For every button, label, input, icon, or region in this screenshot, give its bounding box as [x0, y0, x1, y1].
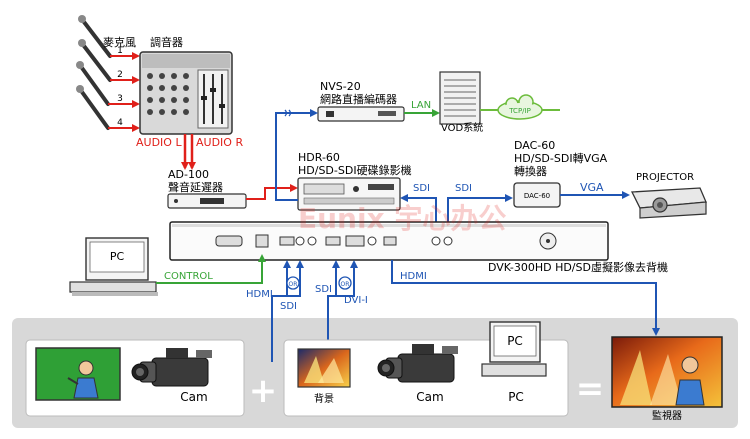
mixer-label: 調音器 — [150, 35, 183, 49]
sdi-label-dac: SDI — [455, 183, 472, 194]
mic-3-icon — [80, 66, 110, 106]
mic-number-2: 2 — [117, 70, 123, 80]
background-image-icon — [297, 348, 351, 388]
mic-label: 麥克風 — [103, 36, 136, 49]
watermark-text: Eunix 宇心办公 — [298, 202, 506, 235]
mic-2-icon — [82, 44, 112, 82]
equals-sign: = — [576, 369, 605, 409]
mic-number-4: 4 — [117, 118, 123, 128]
nvs-name: NVS-20 — [320, 80, 361, 93]
hdr-desc: HD/SD-SDI硬碟錄影機 — [298, 163, 412, 177]
pc-label-control: PC — [110, 250, 125, 263]
mic-number-1: 1 — [117, 46, 123, 56]
or-badge-2 — [338, 276, 352, 290]
hdr-name: HDR-60 — [298, 151, 340, 164]
or-badge-1 — [286, 276, 300, 290]
mixer-icon — [139, 51, 233, 135]
vod-server-icon — [439, 71, 481, 125]
hdmi-label-out: HDMI — [400, 271, 427, 282]
sdi-label-hdr: SDI — [413, 183, 430, 194]
audio-l-label: AUDIO L — [136, 136, 182, 149]
sdi-label-mid: SDI — [315, 284, 332, 295]
dac-desc-2: 轉換器 — [514, 165, 547, 178]
ad100-device-icon — [167, 193, 247, 209]
monitor-result-icon — [611, 336, 723, 408]
pc-source-icon — [481, 321, 547, 377]
cam-label-mid: Cam — [416, 390, 443, 404]
microphones — [80, 20, 112, 130]
or-label-2: OR — [341, 281, 350, 288]
ad100-name: AD-100 — [168, 168, 209, 181]
vga-label: VGA — [580, 181, 604, 194]
dac-box-label: DAC-60 — [524, 192, 550, 200]
mic-4-icon — [80, 90, 110, 130]
audio-r-label: AUDIO R — [196, 136, 243, 149]
green-screen-presenter-icon — [35, 347, 121, 401]
nvs20-device-icon — [317, 106, 405, 122]
pc-label-source: PC — [507, 334, 523, 348]
ad100-desc: 聲音延遲器 — [168, 180, 223, 194]
dac-name: DAC-60 — [514, 139, 555, 152]
vod-label: VOD系統 — [441, 121, 483, 134]
plus-sign: + — [249, 371, 278, 411]
projector-label: PROJECTOR — [636, 172, 694, 183]
dvi-label: DVI-I — [344, 295, 368, 306]
sdi-label-left: SDI — [280, 301, 297, 312]
monitor-label: 監視器 — [652, 409, 682, 422]
dvk-label: DVK-300HD HD/SD虛擬影像去背機 — [488, 260, 668, 274]
background-label: 背景 — [314, 392, 334, 405]
nvs-desc: 網路直播編碼器 — [320, 92, 397, 106]
projector-icon — [630, 187, 707, 219]
cam-label-left: Cam — [180, 390, 207, 404]
or-label-1: OR — [289, 281, 298, 288]
camera-icon-left — [131, 348, 212, 387]
mic-1-icon — [82, 20, 112, 58]
control-label: CONTROL — [164, 271, 213, 282]
pc-control-icon — [69, 237, 158, 296]
pc-caption-source: PC — [508, 390, 524, 404]
mic-number-3: 3 — [117, 94, 123, 104]
tcpip-label: TCP/IP — [508, 107, 531, 115]
dvk300-device-icon — [169, 221, 609, 261]
dac-desc-1: HD/SD-SDI轉VGA — [514, 152, 608, 165]
camera-icon-mid — [377, 344, 458, 383]
lan-label: LAN — [411, 100, 431, 111]
hdmi-label-left: HDMI — [246, 289, 273, 300]
